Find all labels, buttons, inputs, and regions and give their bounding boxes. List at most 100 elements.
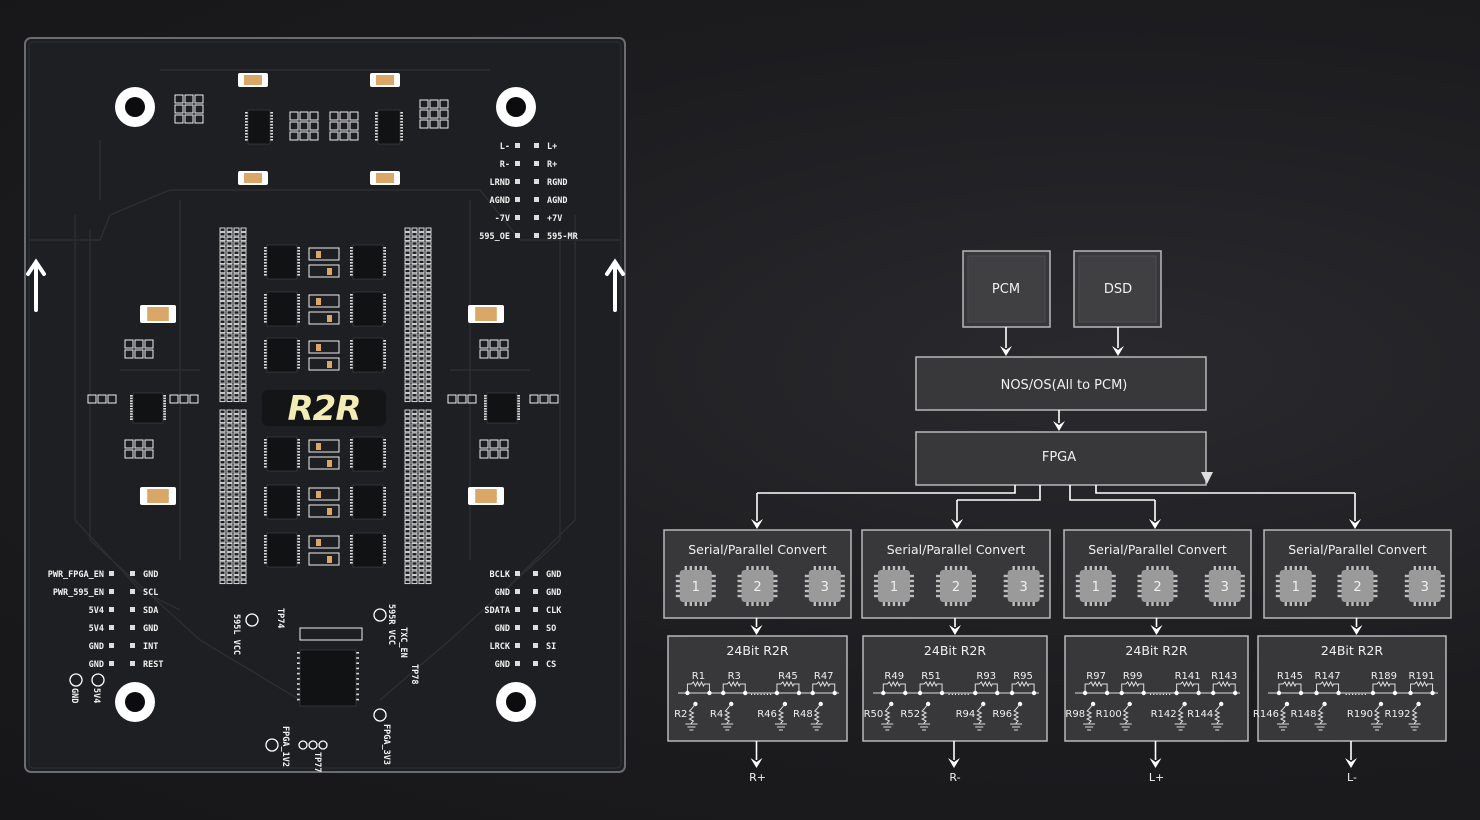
chip-pin <box>694 566 697 571</box>
header-pin <box>226 515 233 520</box>
header-pin <box>404 483 411 488</box>
chip-pin <box>1075 594 1081 598</box>
header-pin <box>404 437 411 442</box>
chip-pin <box>1223 566 1227 571</box>
header-pin <box>233 450 240 456</box>
chip-pin <box>1166 566 1169 571</box>
header-pin <box>219 579 226 585</box>
series-resistor-symbol <box>776 680 800 693</box>
header-pin <box>418 351 425 357</box>
header-pin <box>411 259 418 265</box>
series-resistor-label: R145 <box>1277 671 1303 682</box>
header-pin <box>233 437 240 442</box>
header-pin <box>233 510 240 516</box>
header-pin <box>404 418 411 424</box>
chip-pin <box>949 566 953 571</box>
chip-pin <box>1239 584 1245 588</box>
serial-parallel-label: Serial/Parallel Convert <box>1288 542 1427 557</box>
shunt-resistor-ground-symbol <box>685 703 698 731</box>
header-pin <box>411 423 418 428</box>
header-pin <box>240 374 247 380</box>
chip-pin <box>1003 584 1009 588</box>
pin-label: CLK <box>546 606 562 616</box>
header-pin <box>404 519 411 525</box>
chip-pin <box>1439 574 1445 578</box>
chip-pin <box>873 579 879 583</box>
header-pin <box>425 529 432 534</box>
chip-pin <box>1310 589 1316 593</box>
pin-pad <box>533 607 538 612</box>
header-pin <box>404 450 411 456</box>
arrow-down-icon <box>1345 758 1357 768</box>
ic-chip <box>245 109 273 145</box>
header-pin <box>226 365 233 370</box>
header-pin <box>425 437 432 442</box>
header-pin <box>404 374 411 380</box>
chip-pin <box>1439 579 1445 583</box>
chip-pin <box>766 601 769 606</box>
arrow-down-icon <box>1150 625 1163 635</box>
chip-pin <box>823 601 827 606</box>
header-pin <box>219 418 226 424</box>
chip-pin <box>675 579 681 583</box>
header-pin <box>411 287 418 292</box>
header-pin <box>233 565 240 571</box>
header-pin <box>418 278 425 283</box>
pin-label: 595_OE <box>479 232 510 242</box>
header-pin <box>240 365 247 370</box>
header-pin <box>418 464 425 470</box>
header-pin <box>425 236 432 242</box>
node-dot <box>1211 690 1216 696</box>
pin-header <box>219 409 247 585</box>
smd-pad <box>467 394 477 404</box>
header-pin <box>418 296 425 301</box>
pin-label: SI <box>546 642 556 652</box>
chip-pin <box>1423 601 1427 606</box>
ic-body <box>266 244 298 280</box>
arrow-down-icon <box>1000 346 1012 356</box>
header-pin <box>411 579 418 585</box>
shunt-resistor-ground-symbol <box>1370 703 1383 731</box>
pin-pad <box>515 233 520 238</box>
chip-pin <box>1218 566 1222 571</box>
header-pin <box>425 259 432 265</box>
chip-pin <box>694 601 697 606</box>
chip-number: 2 <box>1153 580 1161 595</box>
header-pin <box>418 478 425 483</box>
smd-pad <box>429 109 439 119</box>
pin-label: 5V4 <box>89 606 104 616</box>
header-pin <box>219 287 226 292</box>
chip-pin <box>756 566 759 571</box>
header-pin <box>411 356 418 361</box>
capacitor-body <box>475 307 497 321</box>
header-pin <box>226 328 233 334</box>
smd-pad <box>439 119 449 129</box>
passive-pad <box>308 340 340 354</box>
header-pin <box>404 570 411 575</box>
header-pin <box>240 487 247 493</box>
series-resistor-symbol <box>1121 680 1145 693</box>
pin-label: PWR_595_EN <box>53 588 104 598</box>
header-pin <box>425 519 432 525</box>
header-pin <box>233 483 240 488</box>
series-resistor-label: R51 <box>921 671 941 682</box>
chip-pin <box>1156 566 1159 571</box>
chip-pin <box>684 601 687 606</box>
node-dot <box>939 690 945 696</box>
chip-pin <box>1239 589 1245 593</box>
series-resistor-label: R45 <box>778 671 798 682</box>
header-pin <box>233 301 240 306</box>
chip-pin <box>710 594 716 598</box>
chip-pin <box>1084 601 1087 606</box>
header-pin <box>411 337 418 343</box>
chip-pin <box>1428 601 1432 606</box>
header-pin <box>226 552 233 557</box>
header-pin <box>418 333 425 338</box>
header-pin <box>240 314 247 320</box>
smd-pad <box>329 121 339 131</box>
header-pin <box>411 542 418 548</box>
header-pin <box>233 414 240 419</box>
header-pin <box>219 250 226 255</box>
header-pin <box>226 538 233 543</box>
header-pin <box>233 464 240 470</box>
